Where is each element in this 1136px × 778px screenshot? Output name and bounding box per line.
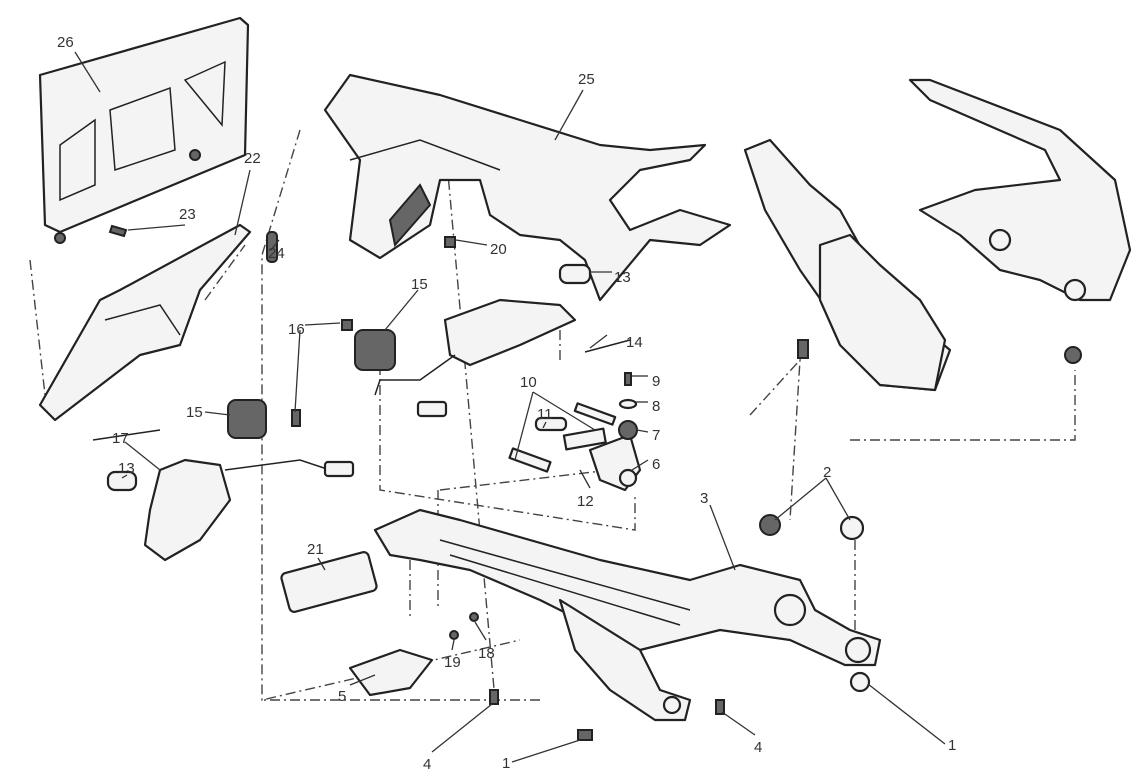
callout-15-lower: 15	[186, 404, 203, 421]
callout-3: 3	[700, 490, 708, 507]
part-3-subframe	[373, 508, 882, 722]
part-26-license-plate-holder	[38, 16, 250, 244]
part-5-light	[348, 648, 434, 697]
leader-lines	[74, 51, 946, 763]
callout-7: 7	[652, 427, 660, 444]
callout-17: 17	[112, 430, 129, 447]
part-13-bulbs	[106, 263, 592, 492]
callout-14: 14	[626, 334, 643, 351]
part-15-rubber-boot-upper	[354, 329, 396, 371]
callout-25: 25	[578, 71, 595, 88]
part-23-screw	[108, 224, 128, 238]
callout-15-upper: 15	[411, 276, 428, 293]
callout-5: 5	[338, 688, 346, 705]
callout-16: 16	[288, 321, 305, 338]
callout-1-right: 1	[948, 737, 956, 754]
callout-23: 23	[179, 206, 196, 223]
parts-grommets-nuts	[759, 339, 1082, 693]
callout-26: 26	[57, 34, 74, 51]
callout-1-left: 1	[502, 755, 510, 772]
callout-2: 2	[823, 464, 831, 481]
callout-22: 22	[244, 150, 261, 167]
callout-10: 10	[520, 374, 537, 391]
wires-14-17	[92, 339, 631, 441]
callout-8: 8	[652, 398, 660, 415]
side-panel-right	[743, 78, 1132, 392]
parts-7-8-9-fasteners	[618, 372, 638, 440]
part-22-plate-bracket	[38, 223, 252, 422]
callout-18: 18	[478, 645, 495, 662]
part-6-bracket	[588, 433, 642, 492]
part-15-rubber-boot-lower	[227, 399, 267, 439]
part-21-reflector	[280, 551, 378, 613]
callout-21: 21	[307, 541, 324, 558]
callout-4-left: 4	[423, 756, 431, 773]
callout-11: 11	[537, 406, 553, 423]
parts-10-11-12-lamp	[508, 402, 617, 473]
part-turn-signal-upper	[374, 298, 577, 418]
callout-24: 24	[268, 245, 285, 262]
callout-13-upper: 13	[614, 269, 631, 286]
callout-labels: 26 25 22 23 24 20 13 15 14 16 9 10 8 11 …	[57, 34, 956, 773]
callout-4-right: 4	[754, 739, 762, 756]
callout-9: 9	[652, 373, 660, 390]
part-25-tail-fairing	[323, 73, 732, 302]
callout-12: 12	[577, 493, 594, 510]
callout-19: 19	[444, 654, 461, 671]
part-turn-signal-lower	[143, 458, 355, 562]
callout-20: 20	[490, 241, 507, 258]
callout-6: 6	[652, 456, 660, 473]
parts-screws-misc	[266, 231, 725, 741]
callout-13-lower: 13	[118, 460, 135, 477]
